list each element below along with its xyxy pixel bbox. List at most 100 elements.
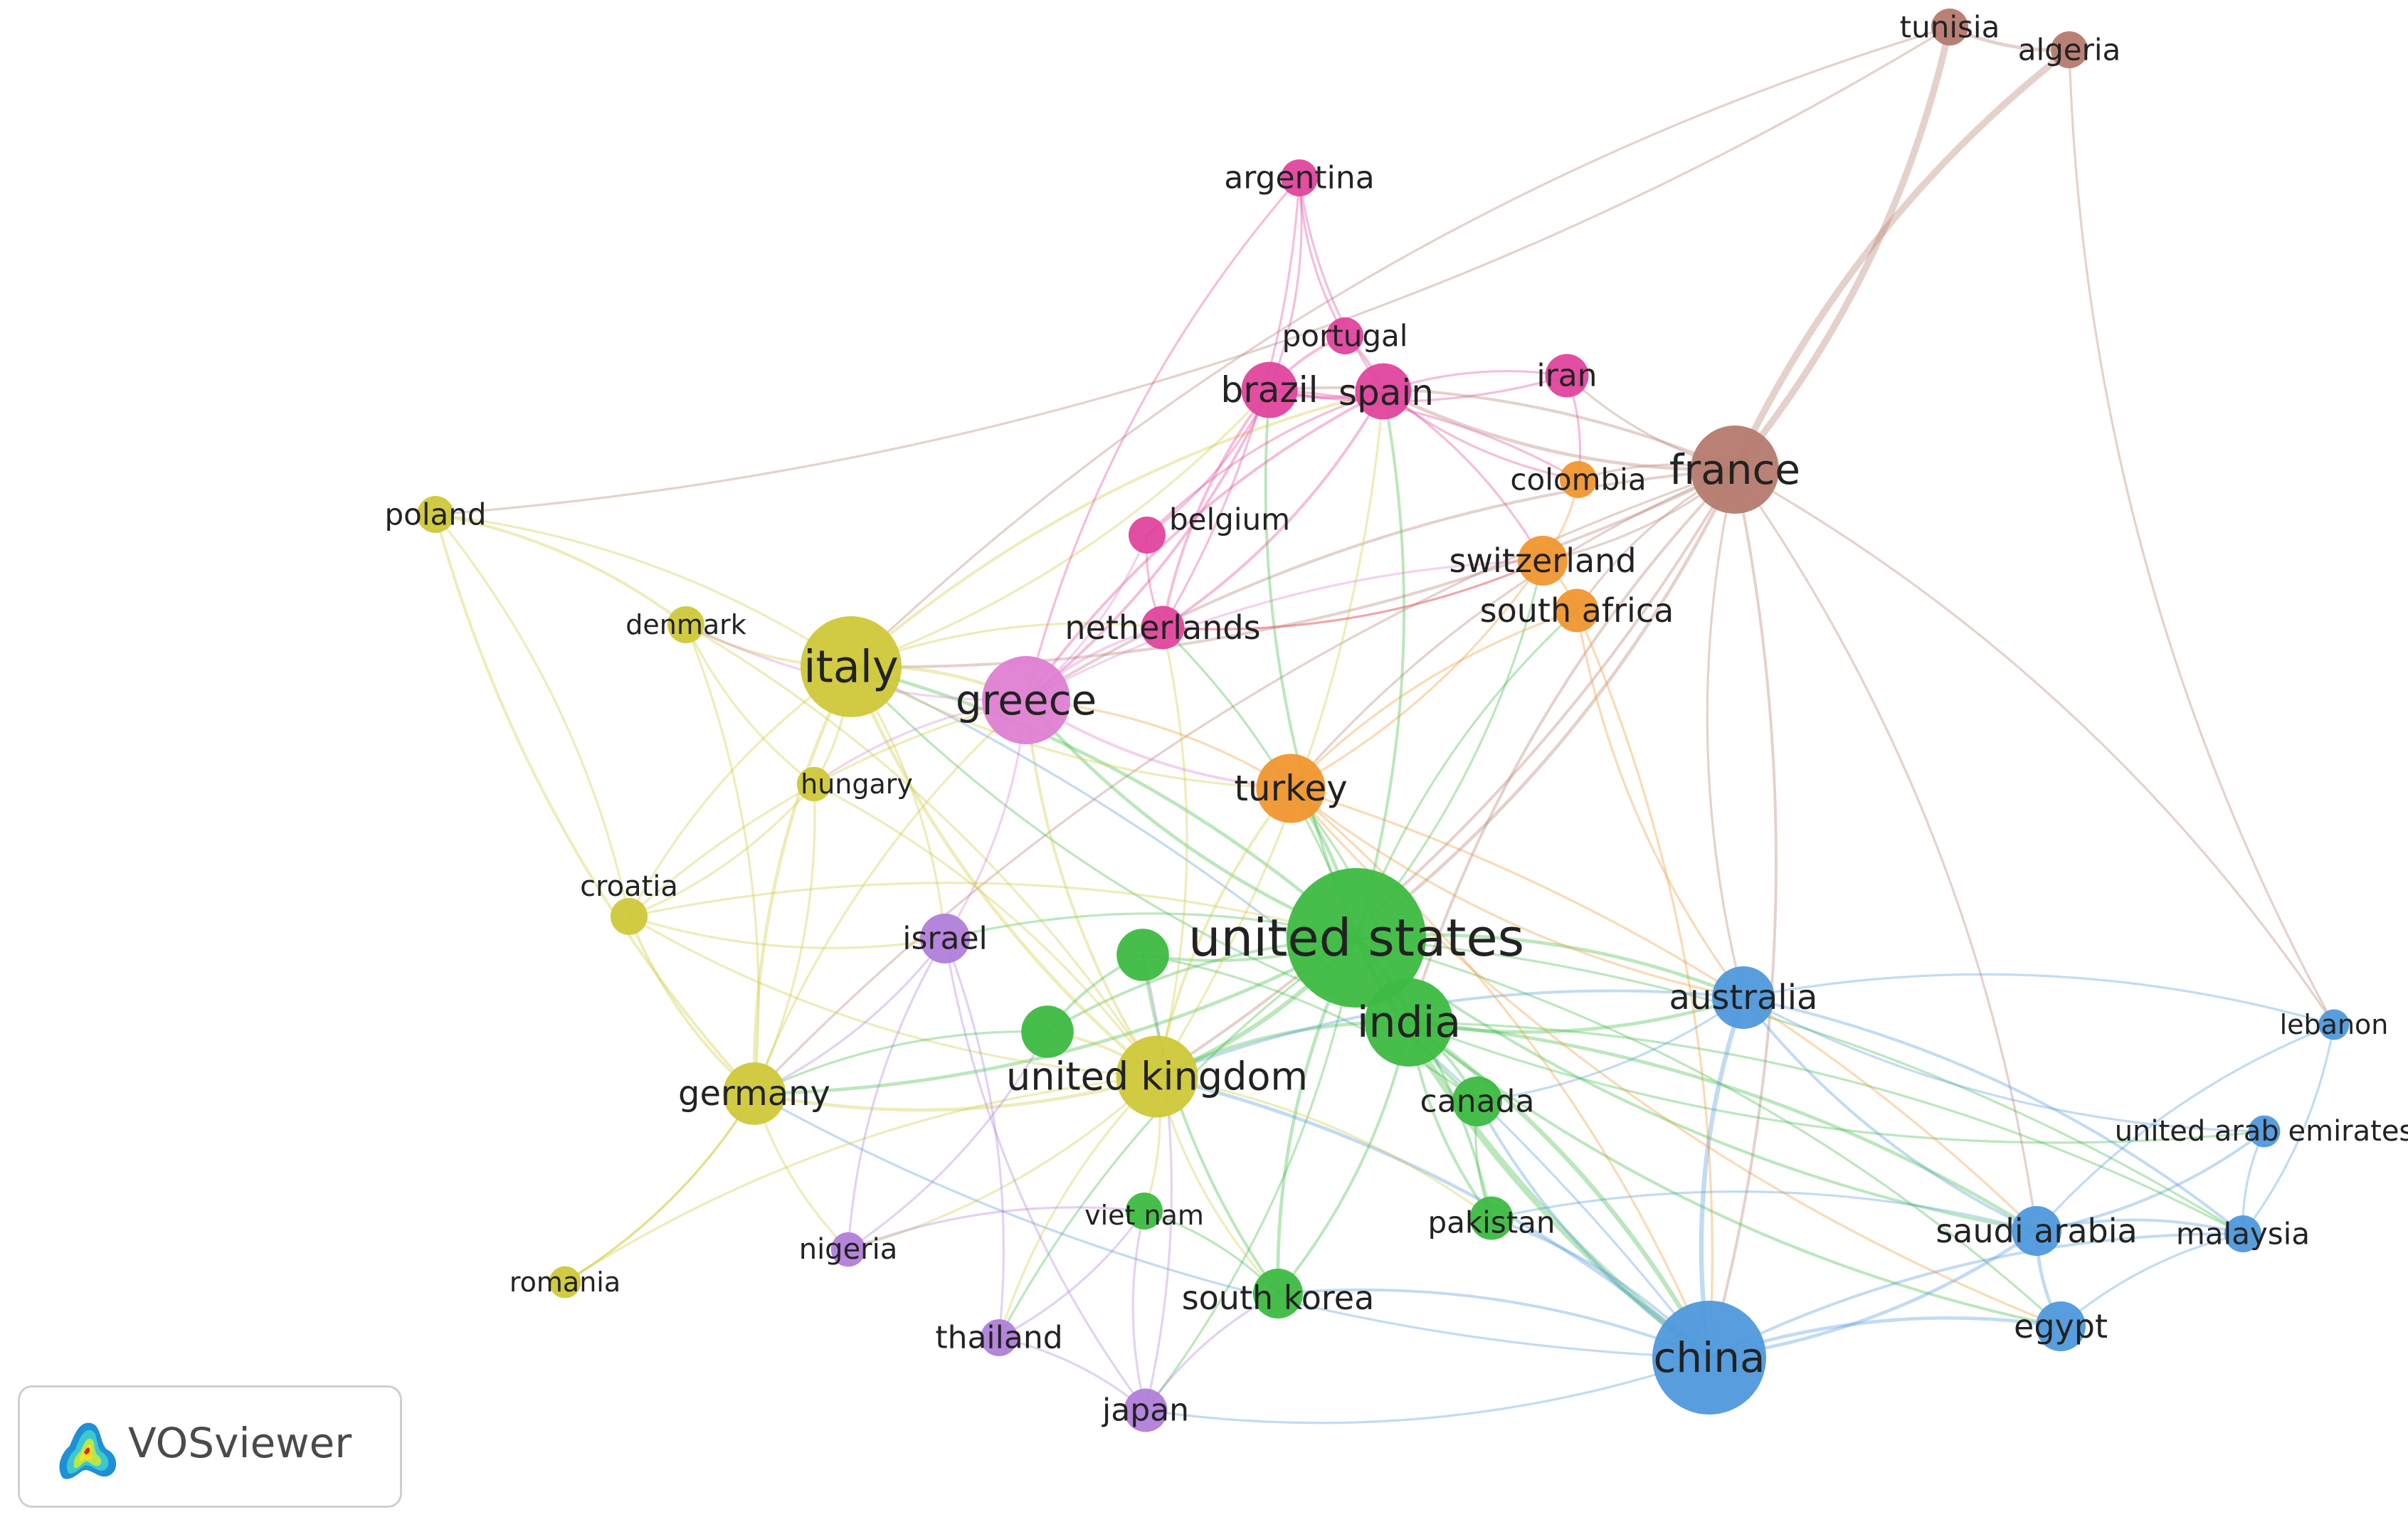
node-switzerland[interactable] xyxy=(1518,536,1568,586)
label-switzerland[interactable]: switzerland xyxy=(1449,541,1636,580)
label-brazil[interactable]: brazil xyxy=(1221,369,1319,411)
node-iran[interactable] xyxy=(1545,354,1589,398)
node-china[interactable] xyxy=(1652,1301,1766,1415)
node-netherlands[interactable] xyxy=(1141,606,1185,650)
label-romania[interactable]: romania xyxy=(509,1267,621,1298)
label-portugal[interactable]: portugal xyxy=(1282,319,1408,354)
label-south-africa[interactable]: south africa xyxy=(1480,591,1674,630)
label-united-kingdom[interactable]: united kingdom xyxy=(1006,1055,1308,1099)
label-japan[interactable]: japan xyxy=(1102,1392,1189,1429)
node-united-kingdom[interactable] xyxy=(1116,1035,1198,1118)
label-pakistan[interactable]: pakistan xyxy=(1427,1205,1555,1240)
node-green-a[interactable] xyxy=(1116,929,1169,981)
label-iran[interactable]: iran xyxy=(1536,358,1597,394)
link-australia-lebanon xyxy=(1743,973,2335,1026)
link-india-united-arab-emirates xyxy=(1408,1021,2265,1144)
node-malaysia[interactable] xyxy=(2224,1215,2261,1252)
label-china[interactable]: china xyxy=(1653,1333,1765,1382)
link-india-australia xyxy=(1408,995,1744,1034)
label-croatia[interactable]: croatia xyxy=(580,870,678,903)
node-australia[interactable] xyxy=(1712,966,1775,1029)
link-united-kingdom-croatia xyxy=(628,915,1158,1078)
label-united-arab-emirates[interactable]: united arab emirates xyxy=(2115,1115,2408,1148)
node-lebanon[interactable] xyxy=(2318,1009,2350,1040)
node-south-korea[interactable] xyxy=(1253,1269,1303,1318)
node-thailand[interactable] xyxy=(981,1319,1018,1356)
label-nigeria[interactable]: nigeria xyxy=(799,1233,898,1266)
node-denmark[interactable] xyxy=(667,606,704,643)
node-south-africa[interactable] xyxy=(1555,588,1599,633)
label-colombia[interactable]: colombia xyxy=(1510,463,1646,497)
node-india[interactable] xyxy=(1365,978,1453,1067)
label-viet-nam[interactable]: viet nam xyxy=(1084,1200,1204,1231)
link-united-kingdom-greece xyxy=(1025,699,1158,1078)
node-germany[interactable] xyxy=(723,1062,786,1125)
link-australia-united-arab-emirates xyxy=(1743,996,2265,1133)
label-south-korea[interactable]: south korea xyxy=(1182,1279,1375,1317)
node-japan[interactable] xyxy=(1124,1388,1168,1432)
node-israel[interactable] xyxy=(920,914,970,963)
node-algeria[interactable] xyxy=(2051,31,2088,68)
node-romania[interactable] xyxy=(549,1266,581,1299)
node-brazil[interactable] xyxy=(1241,361,1298,418)
label-egypt[interactable]: egypt xyxy=(2014,1307,2108,1346)
node-france[interactable] xyxy=(1691,426,1779,514)
label-algeria[interactable]: algeria xyxy=(2018,33,2121,68)
link-israel-thailand xyxy=(944,938,1005,1338)
node-spain[interactable] xyxy=(1355,363,1412,420)
node-croatia[interactable] xyxy=(611,898,648,935)
label-saudi-arabia[interactable]: saudi arabia xyxy=(1936,1212,2137,1250)
node-colombia[interactable] xyxy=(1560,461,1597,498)
label-united-states[interactable]: united states xyxy=(1188,908,1524,968)
node-canada[interactable] xyxy=(1452,1077,1502,1126)
link-united-kingdom-turkey xyxy=(1156,787,1292,1077)
label-spain[interactable]: spain xyxy=(1338,372,1434,413)
label-hungary[interactable]: hungary xyxy=(801,768,913,800)
node-tunisia[interactable] xyxy=(1931,9,1968,46)
link-greece-switzerland xyxy=(1025,559,1543,702)
node-turkey[interactable] xyxy=(1256,754,1326,823)
link-brazil-netherlands xyxy=(1161,389,1271,628)
label-turkey[interactable]: turkey xyxy=(1234,768,1347,809)
label-france[interactable]: france xyxy=(1669,445,1800,494)
link-switzerland-netherlands xyxy=(1162,559,1543,630)
label-india[interactable]: india xyxy=(1357,998,1461,1047)
label-belgium[interactable]: belgium xyxy=(1169,502,1290,537)
link-brazil-greece xyxy=(1025,389,1271,702)
label-lebanon[interactable]: lebanon xyxy=(2280,1009,2389,1040)
label-thailand[interactable]: thailand xyxy=(935,1320,1062,1356)
label-tunisia[interactable]: tunisia xyxy=(1900,10,2000,45)
label-canada[interactable]: canada xyxy=(1420,1084,1535,1120)
node-italy[interactable] xyxy=(801,616,902,717)
node-pakistan[interactable] xyxy=(1469,1196,1514,1240)
label-netherlands[interactable]: netherlands xyxy=(1065,608,1260,647)
node-argentina[interactable] xyxy=(1281,159,1318,196)
label-australia[interactable]: australia xyxy=(1669,978,1818,1018)
link-argentina-greece xyxy=(1025,176,1301,701)
node-belgium[interactable] xyxy=(1129,517,1166,554)
label-poland[interactable]: poland xyxy=(384,497,486,532)
link-australia-saudi-arabia xyxy=(1742,996,2037,1232)
label-greece[interactable]: greece xyxy=(956,676,1097,724)
node-egypt[interactable] xyxy=(2036,1301,2086,1351)
node-hungary[interactable] xyxy=(796,766,832,802)
node-green-b[interactable] xyxy=(1021,1005,1074,1058)
label-denmark[interactable]: denmark xyxy=(625,609,746,640)
link-spain-greece xyxy=(1025,390,1384,702)
link-japan-viet-nam xyxy=(1131,1210,1147,1411)
node-greece[interactable] xyxy=(982,656,1070,744)
node-nigeria[interactable] xyxy=(830,1232,866,1267)
node-poland[interactable] xyxy=(417,496,454,533)
node-viet-nam[interactable] xyxy=(1126,1193,1163,1230)
node-saudi-arabia[interactable] xyxy=(2012,1206,2061,1256)
node-united-states[interactable] xyxy=(1287,868,1426,1008)
node-united-arab-emirates[interactable] xyxy=(2248,1115,2281,1148)
node-portugal[interactable] xyxy=(1326,317,1363,354)
label-italy[interactable]: italy xyxy=(803,641,898,693)
label-argentina[interactable]: argentina xyxy=(1224,160,1375,196)
label-israel[interactable]: israel xyxy=(902,921,988,957)
label-malaysia[interactable]: malaysia xyxy=(2176,1217,2310,1252)
label-germany[interactable]: germany xyxy=(678,1074,830,1114)
